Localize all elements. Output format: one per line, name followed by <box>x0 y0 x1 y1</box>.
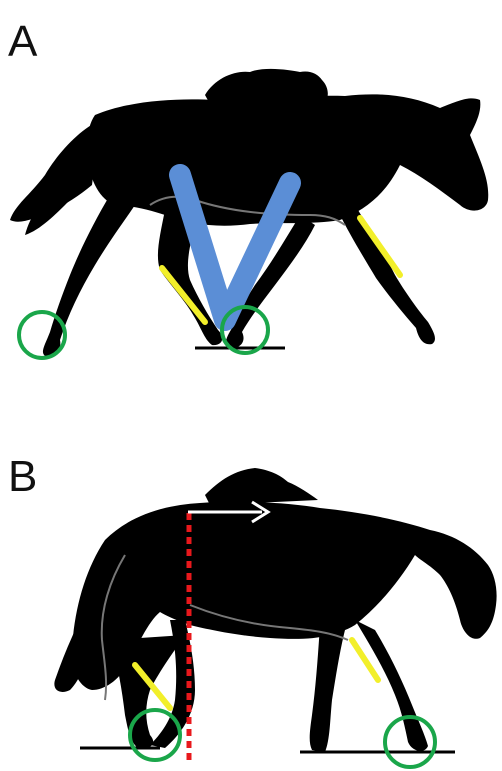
horse-silhouette-b <box>54 468 496 752</box>
panel-b <box>54 468 496 767</box>
panel-a <box>10 69 488 358</box>
